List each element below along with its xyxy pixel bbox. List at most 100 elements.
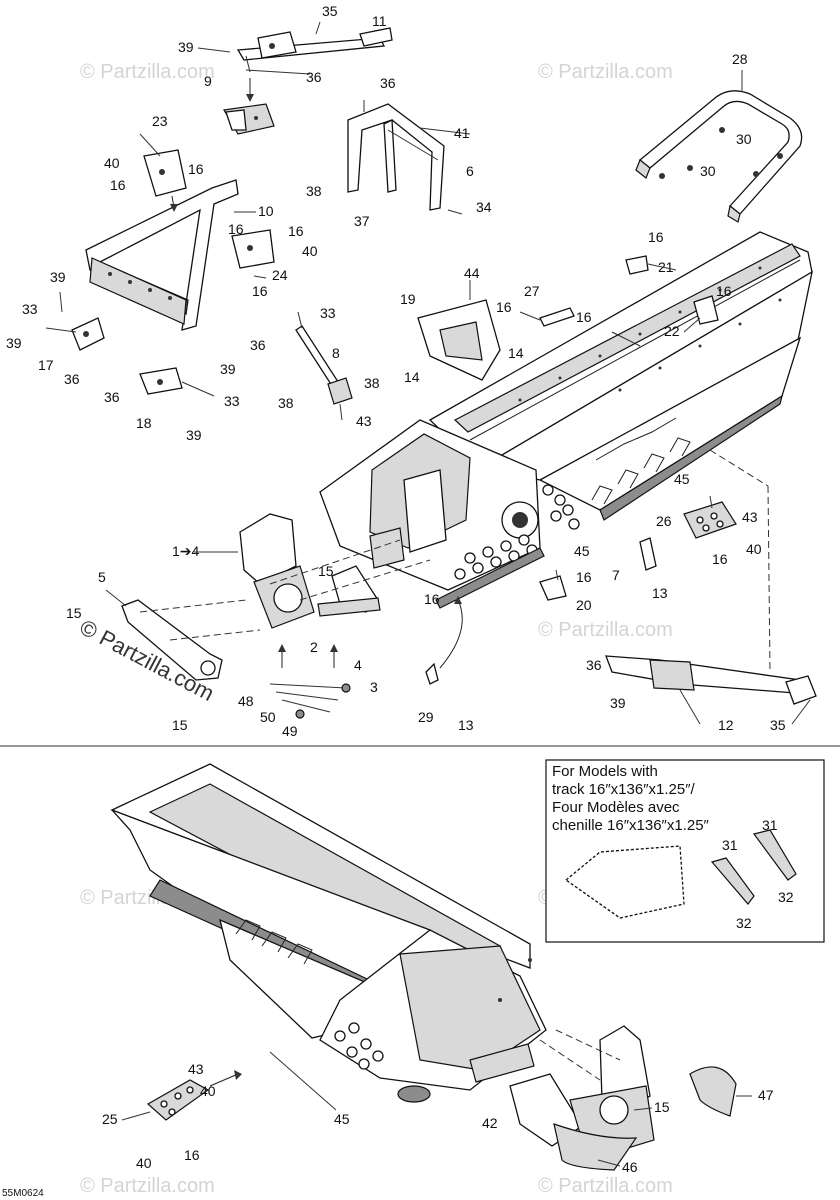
callout: 36	[64, 371, 80, 387]
callout: 17	[38, 357, 54, 373]
callout: 40	[104, 155, 120, 171]
callout: 40	[746, 541, 762, 557]
main-chassis-tunnel	[319, 231, 813, 609]
leader-lines	[105, 21, 811, 1167]
inset-track-sketch	[564, 845, 685, 919]
callout: 28	[732, 51, 748, 67]
callout: 16	[110, 177, 126, 193]
callout: 38	[306, 183, 322, 199]
side-plate-part	[121, 599, 261, 681]
callout: 16	[716, 283, 732, 299]
callout: 10	[258, 203, 274, 219]
rear-bumper-part	[635, 90, 803, 223]
skid-pad-47	[689, 1066, 737, 1117]
watermark-text: © Partzilla.com	[538, 619, 673, 641]
callout: 26	[656, 513, 672, 529]
watermark-text: © Partzilla.com	[538, 1175, 673, 1197]
callout: 36	[104, 389, 120, 405]
callout: 21	[658, 259, 674, 275]
callout: 6	[466, 163, 474, 179]
callout: 46	[622, 1159, 638, 1175]
callout-labels: 35 11 39 36 9 28 36 41 30 30 6 38 37 34 …	[6, 3, 794, 1175]
front-suspension-brackets	[239, 513, 431, 629]
callout: 36	[380, 75, 396, 91]
callout: 43	[188, 1061, 204, 1077]
callout: 25	[102, 1111, 118, 1127]
callout: 30	[736, 131, 752, 147]
callout: 23	[152, 113, 168, 129]
callout: 36	[306, 69, 322, 85]
callout: 16	[712, 551, 728, 567]
callout: 5	[98, 569, 106, 585]
callout: 24	[272, 267, 288, 283]
callout: 42	[482, 1115, 498, 1131]
callout: 16	[648, 229, 664, 245]
callout: 16	[228, 221, 244, 237]
callout: 35	[322, 3, 338, 19]
callout: 35	[770, 717, 786, 733]
callout: 16	[184, 1147, 200, 1163]
callout: 30	[700, 163, 716, 179]
callout: 13	[652, 585, 668, 601]
callout: 40	[302, 243, 318, 259]
callout: 37	[354, 213, 370, 229]
callout: 14	[404, 369, 420, 385]
column-support-part	[347, 100, 471, 215]
callout: 20	[576, 597, 592, 613]
callout: 2	[310, 639, 318, 655]
callout: 39	[50, 269, 66, 285]
callout: 43	[356, 413, 372, 429]
callout: 9	[204, 73, 212, 89]
watermark-text: © Partzilla.com	[538, 61, 673, 83]
upper-steering-support	[236, 27, 393, 102]
callout: 31	[762, 817, 778, 833]
callout: 44	[464, 265, 480, 281]
callout: 49	[282, 723, 298, 739]
callout: 47	[758, 1087, 774, 1103]
callout: 16	[188, 161, 204, 177]
callout: 16	[252, 283, 268, 299]
callout: 36	[250, 337, 266, 353]
footrest-bracket-part	[683, 495, 737, 539]
callout: 43	[742, 509, 758, 525]
callout: 14	[508, 345, 524, 361]
callout: 38	[278, 395, 294, 411]
hardware-stack	[269, 644, 351, 719]
callout: 39	[6, 335, 22, 351]
callout: 1➔4	[172, 543, 200, 559]
callout: 41	[454, 125, 470, 141]
small-parts-center	[539, 537, 657, 601]
footrest-part	[146, 1070, 242, 1121]
callout: 16	[576, 309, 592, 325]
callout: 16	[288, 223, 304, 239]
skid-pad-46	[553, 1123, 638, 1171]
inset-box: For Models with track 16″x136″x1.25″/ Fo…	[545, 759, 825, 943]
tunnel-hardware	[417, 255, 719, 381]
callout: 48	[238, 693, 254, 709]
callout: 15	[172, 717, 188, 733]
watermark-text: © Partzilla.com	[80, 1175, 215, 1197]
callout: 7	[612, 567, 620, 583]
callout: 39	[220, 361, 236, 377]
callout: 15	[66, 605, 82, 621]
inset-line-2: track 16″x136″x1.25″/	[552, 781, 696, 798]
callout: 50	[260, 709, 276, 725]
inset-line-1: For Models with	[552, 763, 658, 780]
callout: 39	[178, 39, 194, 55]
callout: 38	[364, 375, 380, 391]
callout: 11	[372, 13, 387, 29]
callout: 45	[574, 543, 590, 559]
callout: 33	[224, 393, 240, 409]
callout: 40	[136, 1155, 152, 1171]
rear-rod-part	[605, 449, 817, 705]
callout: 34	[476, 199, 492, 215]
tie-rod-part	[295, 311, 353, 421]
callout: 4	[354, 657, 362, 673]
callout: 45	[334, 1111, 350, 1127]
callout: 31	[722, 837, 738, 853]
callout: 3	[370, 679, 378, 695]
callout: 16	[496, 299, 512, 315]
callout: 15	[654, 1099, 670, 1115]
callout: 36	[586, 657, 602, 673]
